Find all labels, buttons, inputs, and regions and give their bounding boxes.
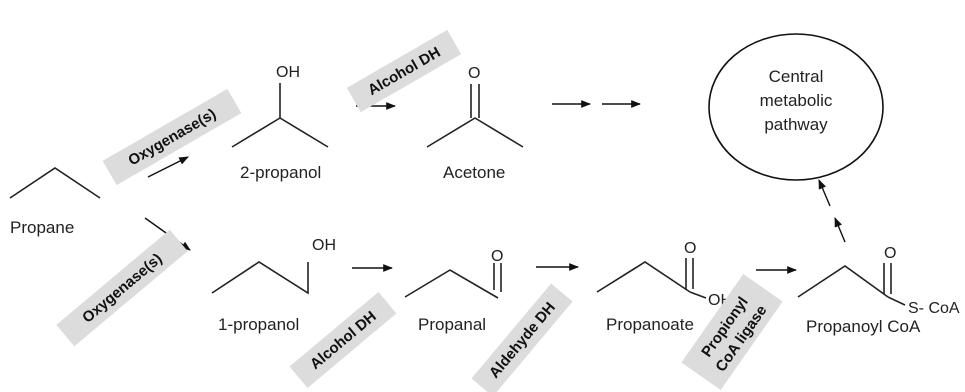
propanal-o-atom: O bbox=[491, 248, 503, 265]
enzyme-tag-propionyl-coa-ligase: Propionyl CoA ligase bbox=[681, 273, 783, 391]
propanoyl-coa-o-atom: O bbox=[884, 245, 896, 262]
1-propanol-structure bbox=[211, 261, 309, 295]
enzyme-tag-alcohol-dh-top: Alcohol DH bbox=[346, 29, 462, 113]
enzyme-tag-oxygenase-top: Oxygenase(s) bbox=[102, 88, 242, 186]
central-pathway-line2: metabolic bbox=[760, 91, 833, 110]
enzyme-tag-oxygenase-bottom: Oxygenase(s) bbox=[56, 229, 188, 347]
propanoyl-coa-label: Propanoyl CoA bbox=[806, 317, 921, 336]
central-pathway-line1: Central bbox=[769, 67, 824, 86]
1-propanol-label: 1-propanol bbox=[218, 315, 299, 334]
enzyme-tag-alcohol-dh-bottom: Alcohol DH bbox=[289, 291, 397, 389]
propane-label: Propane bbox=[10, 218, 74, 237]
central-pathway-circle bbox=[708, 33, 884, 181]
central-pathway-line3: pathway bbox=[764, 115, 828, 134]
acetone-o-atom: O bbox=[468, 65, 480, 82]
oxygenase-top-label: Oxygenase(s) bbox=[125, 105, 219, 169]
propanoyl-coa-s-coa-atom: S- CoA bbox=[908, 300, 960, 317]
2-propanol-oh-atom: OH bbox=[276, 64, 300, 81]
2-propanol-label: 2-propanol bbox=[240, 163, 321, 182]
oxygenase-bottom-label: Oxygenase(s) bbox=[79, 250, 165, 326]
acetone-structure bbox=[426, 84, 524, 148]
propanoate-o-atom: O bbox=[684, 240, 696, 257]
arrow-propane-to-2-propanol bbox=[147, 156, 189, 178]
acetone-label: Acetone bbox=[443, 163, 505, 182]
alcohol-dh-bottom-label: Alcohol DH bbox=[307, 308, 380, 373]
propane-structure bbox=[9, 167, 101, 199]
propanoate-structure bbox=[596, 258, 707, 299]
enzyme-tag-aldehyde-dh: Aldehyde DH bbox=[471, 283, 573, 392]
1-propanol-oh-atom: OH bbox=[312, 237, 336, 254]
propanal-structure bbox=[404, 263, 502, 299]
propanoyl-coa-structure bbox=[797, 263, 906, 306]
propanal-label: Propanal bbox=[418, 315, 486, 334]
aldehyde-dh-label: Aldehyde DH bbox=[486, 299, 559, 381]
arrow-propanoyl-coa-up-1 bbox=[834, 217, 846, 243]
2-propanol-structure bbox=[231, 83, 329, 148]
arrow-propanoyl-coa-up-2 bbox=[818, 179, 831, 207]
propanoate-label: Propanoate bbox=[606, 315, 694, 334]
